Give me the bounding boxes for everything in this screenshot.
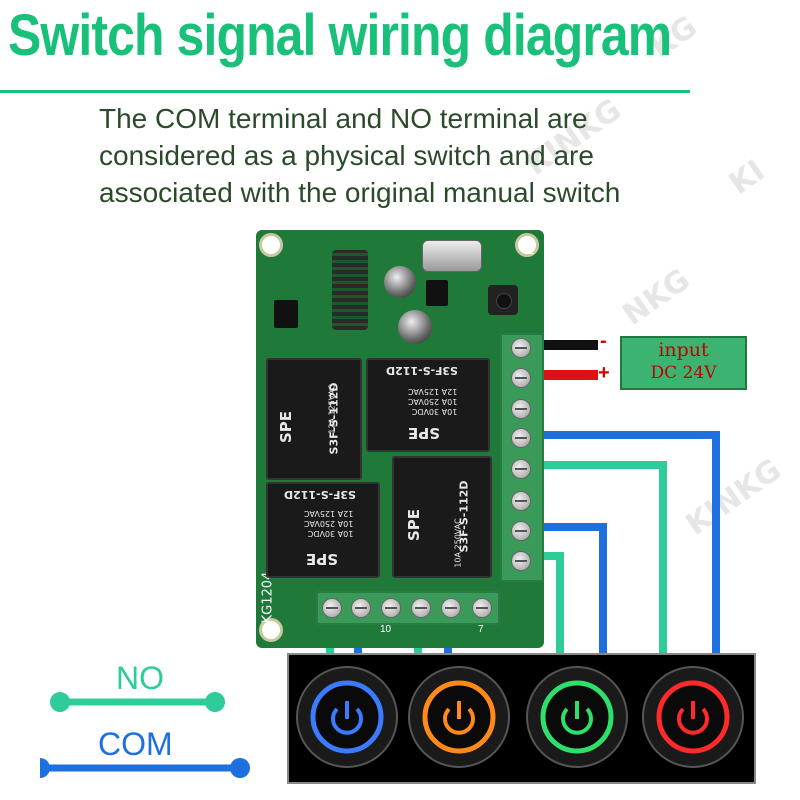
antenna-coil: [332, 250, 368, 330]
plus-sign: +: [598, 362, 610, 384]
orange-switch-graphic: [408, 666, 510, 768]
relay-brand: SPE: [277, 410, 296, 444]
diagram-title: Switch signal wiring diagram: [8, 3, 672, 68]
relay-brand: SPE: [306, 550, 339, 568]
legend-no-dot: [205, 692, 225, 712]
com-wire-red: [518, 431, 720, 660]
input-text: input: [658, 339, 709, 361]
description-line: The COM terminal and NO terminal are: [99, 103, 588, 134]
relay-spec: 12A 125VAC: [327, 384, 337, 434]
terminal-screw[interactable]: [351, 598, 371, 618]
bottom-label-7: 7: [478, 624, 484, 635]
minus-sign: -: [600, 330, 607, 352]
red-switch-graphic: [642, 666, 744, 768]
learn-button[interactable]: [488, 285, 518, 315]
voltage-text: DC 24V: [650, 363, 717, 383]
green-push-switch[interactable]: [525, 661, 629, 773]
power-icon: [561, 707, 593, 735]
terminal-screw[interactable]: [511, 521, 531, 541]
terminal-screw[interactable]: [411, 598, 431, 618]
relay: SPE S3F-S-112D 10A 250VAC: [392, 456, 492, 578]
terminal-screw[interactable]: [472, 598, 492, 618]
right-terminal-block: [500, 333, 544, 582]
com-wire-green: [518, 523, 607, 660]
terminal-screw[interactable]: [511, 459, 531, 479]
title-underline: [0, 90, 690, 93]
description: The COM terminal and NO terminal are con…: [99, 100, 719, 211]
relay-spec: 10A 250VAC: [453, 518, 463, 568]
relay-model: S3F-S-112D: [284, 488, 356, 501]
board-label: KG1204: [260, 571, 276, 624]
relay-brand: SPE: [408, 424, 441, 442]
k1-label: K1: [524, 241, 537, 255]
legend-lines: [40, 692, 250, 778]
legend-com-dot: [40, 758, 50, 778]
red-push-switch[interactable]: [641, 661, 745, 773]
legend-no-label: NO: [116, 660, 164, 696]
bottom-terminal-block: [316, 591, 500, 625]
terminal-screw[interactable]: [322, 598, 342, 618]
ic-chip: [426, 280, 448, 306]
blue-switch-graphic: [296, 666, 398, 768]
capacitor: [384, 266, 416, 298]
power-icon: [331, 707, 363, 735]
switch-panel: [287, 653, 756, 784]
legend-com-label: COM: [98, 726, 173, 762]
terminal-screw[interactable]: [511, 368, 531, 388]
mount-hole: [259, 618, 283, 642]
power-icon: [443, 707, 475, 735]
power-icon: [677, 707, 709, 735]
relay-model: S3F-S-112D: [386, 364, 458, 377]
relay: SPE S3F-S-112D 12A 125VAC: [266, 358, 362, 480]
terminal-screw[interactable]: [511, 551, 531, 571]
mount-hole: [515, 233, 539, 257]
mount-hole: [259, 233, 283, 257]
orange-push-switch[interactable]: [407, 661, 511, 773]
terminal-screw[interactable]: [511, 428, 531, 448]
ic-chip: [274, 300, 298, 328]
relay-brand: SPE: [405, 508, 424, 542]
terminal-screw[interactable]: [511, 399, 531, 419]
crystal-oscillator: [422, 240, 482, 272]
terminal-screw[interactable]: [511, 338, 531, 358]
bottom-label-10: 10: [380, 624, 392, 635]
terminal-screw[interactable]: [511, 491, 531, 511]
no-wire-red: [518, 461, 667, 660]
description-line: associated with the original manual swit…: [99, 177, 621, 208]
capacitor: [398, 310, 432, 344]
green-switch-graphic: [526, 666, 628, 768]
legend-com-dot: [230, 758, 250, 778]
description-line: considered as a physical switch and are: [99, 140, 594, 171]
blue-push-switch[interactable]: [295, 661, 399, 773]
power-input-label: input DC 24V: [620, 336, 747, 390]
terminal-screw[interactable]: [441, 598, 461, 618]
legend-no-dot: [50, 692, 70, 712]
receiver-board: K1 KG1204 SPE S3F-S-112D 12A 125VAC S3F-…: [256, 230, 544, 648]
terminal-screw[interactable]: [381, 598, 401, 618]
